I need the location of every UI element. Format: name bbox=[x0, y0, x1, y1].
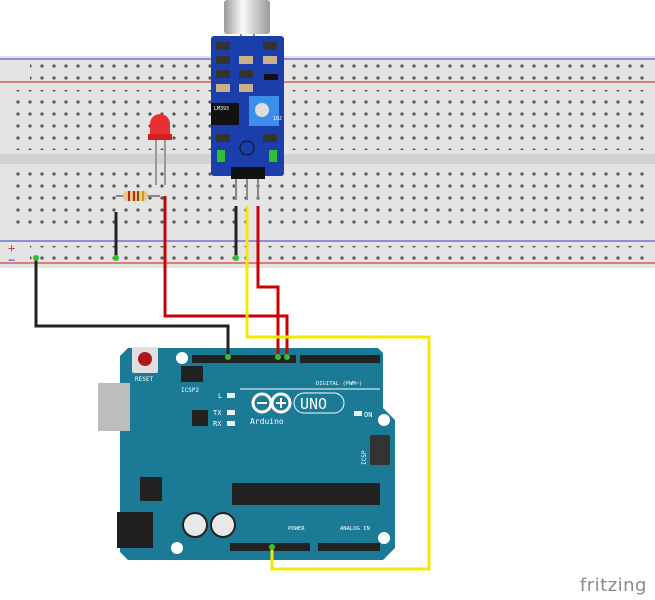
svg-text:ANALOG IN: ANALOG IN bbox=[340, 526, 370, 532]
breadboard: + − bbox=[0, 56, 655, 268]
svg-text:L: L bbox=[218, 392, 222, 400]
wires bbox=[33, 196, 431, 571]
icsp2-header bbox=[181, 366, 203, 382]
svg-text:LM393: LM393 bbox=[214, 106, 229, 112]
arduino-brand-label: Arduino bbox=[250, 417, 284, 426]
svg-text:DIGITAL (PWM~): DIGITAL (PWM~) bbox=[316, 381, 362, 387]
plus-rail-label: + bbox=[8, 241, 15, 255]
gnd-wire bbox=[34, 258, 230, 357]
atmega328-chip bbox=[232, 483, 380, 505]
lower-terminal-holes bbox=[8, 168, 652, 228]
svg-text:RX: RX bbox=[213, 420, 222, 428]
red-led bbox=[148, 114, 172, 185]
bottom-rail-holes bbox=[30, 246, 650, 266]
power-jack bbox=[117, 512, 153, 548]
voltage-regulator bbox=[140, 477, 162, 501]
minus-rail-label: − bbox=[8, 253, 15, 267]
icsp-header bbox=[370, 435, 390, 465]
atmega16u2-chip bbox=[192, 410, 208, 426]
usb-port bbox=[98, 383, 130, 431]
arduino-logo bbox=[251, 392, 292, 414]
svg-text:ICSP2: ICSP2 bbox=[181, 387, 199, 394]
svg-text:POWER: POWER bbox=[288, 526, 305, 532]
svg-text:TX: TX bbox=[213, 409, 222, 417]
fritzing-watermark: fritzing bbox=[579, 575, 647, 596]
arduino-uno-board: RESET ICSP2 DIGITAL (PWM~) L TX RX UNO A… bbox=[98, 347, 395, 560]
svg-text:RESET: RESET bbox=[135, 376, 153, 383]
center-channel bbox=[0, 154, 655, 164]
capacitor-2 bbox=[210, 512, 236, 538]
sensor-vcc-wire bbox=[245, 206, 431, 571]
microphone-capsule bbox=[224, 0, 270, 34]
digital-header-right bbox=[300, 355, 380, 363]
top-rail-holes bbox=[30, 62, 650, 82]
analog-header bbox=[318, 543, 380, 551]
sound-sensor-module: LM393 102 bbox=[211, 0, 284, 200]
upper-terminal-holes bbox=[8, 90, 652, 150]
digital-header-left bbox=[192, 355, 296, 363]
capacitor-1 bbox=[182, 512, 208, 538]
resistor bbox=[116, 191, 160, 201]
uno-label: UNO bbox=[300, 395, 327, 413]
svg-text:ICSP: ICSP bbox=[361, 450, 368, 465]
svg-text:ON: ON bbox=[364, 411, 372, 419]
sensor-header-pins bbox=[231, 167, 265, 179]
svg-text:102: 102 bbox=[273, 116, 282, 122]
comparator-chip bbox=[211, 103, 239, 125]
sensor-signal-wire bbox=[256, 206, 280, 357]
